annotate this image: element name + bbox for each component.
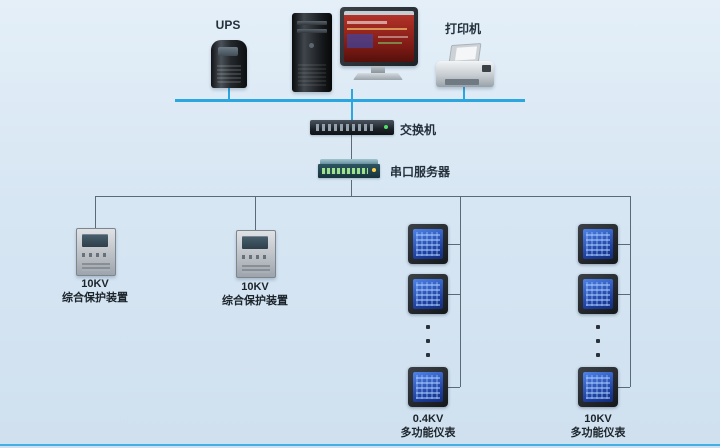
printer-label: 打印机: [444, 22, 481, 36]
protection-device-2-caption: 10KV 综合保护装置: [200, 280, 310, 309]
serial-server-device: [318, 159, 380, 180]
meter-column1-riser-line: [460, 197, 461, 387]
protection-keys-icon: [82, 253, 110, 257]
more-devices-ellipsis: [596, 325, 600, 357]
printer-device: [436, 42, 494, 88]
switch-device: [310, 120, 394, 135]
pc-power-button-icon: [309, 43, 314, 48]
monitor-device: [340, 7, 418, 66]
meter-screen-icon: [583, 279, 613, 309]
protection-lcd-icon: [242, 236, 268, 249]
meter-column-1-caption: 0.4KV 多功能仪表: [373, 412, 483, 441]
meter-screen-icon: [583, 372, 613, 402]
pc-drive-bay-icon: [297, 21, 327, 25]
protection-keys-icon: [242, 255, 270, 259]
protection-device-1-name: 综合保护装置: [62, 292, 128, 305]
monitor-screen: [344, 11, 414, 62]
meter-screen-icon: [413, 279, 443, 309]
meter-device: [578, 367, 618, 407]
ups-label: UPS: [215, 18, 241, 32]
pc-tower-device: [292, 13, 332, 92]
meter1c-stub-line: [448, 387, 460, 388]
ups-drop-line: [228, 87, 230, 99]
ups-device: [211, 40, 247, 88]
switch-led-icon: [384, 125, 388, 129]
meter-column-2-caption: 10KV 多功能仪表: [543, 412, 653, 441]
meter-device: [408, 367, 448, 407]
serial-server-label: 串口服务器: [390, 165, 451, 179]
meter-screen-icon: [413, 229, 443, 259]
switch-label: 交换机: [400, 123, 437, 137]
protection-terminals-icon: [82, 263, 110, 271]
protection2-drop-line: [255, 197, 256, 230]
serial-bus-line: [95, 196, 631, 197]
bottom-border-line: [0, 444, 720, 446]
protection-device-1-caption: 10KV 综合保护装置: [40, 277, 150, 306]
monitor-stand-base: [353, 73, 403, 80]
serial-server-ports-icon: [322, 168, 368, 174]
protection-lcd-icon: [82, 234, 108, 247]
switch-to-serial-line: [351, 135, 352, 160]
protection1-drop-line: [95, 197, 96, 228]
meter-column-2-name: 多功能仪表: [570, 427, 626, 440]
meter-device: [408, 224, 448, 264]
switch-uplink-line: [351, 102, 353, 121]
monitor-stand-neck: [371, 66, 385, 74]
switch-ports-icon: [316, 124, 374, 131]
meter-column-1-voltage: 0.4KV: [412, 413, 444, 425]
meter-screen-icon: [413, 372, 443, 402]
printer-control-panel-icon: [482, 65, 491, 72]
meter-column2-riser-line: [630, 197, 631, 387]
meter2a-stub-line: [618, 244, 630, 245]
pc-drive-bay-icon: [297, 29, 327, 33]
workstation-drop-line: [351, 89, 353, 99]
meter1a-stub-line: [448, 244, 460, 245]
ups-display-icon: [218, 47, 238, 56]
protection-device-1: [76, 228, 116, 276]
protection-device-2-voltage: 10KV: [241, 281, 269, 293]
protection-device-2-name: 综合保护装置: [222, 295, 288, 308]
printer-paper-icon: [454, 46, 478, 61]
protection-device-1-voltage: 10KV: [81, 278, 109, 290]
meter-screen-icon: [583, 229, 613, 259]
meter-device: [408, 274, 448, 314]
meter2c-stub-line: [618, 387, 630, 388]
serial-server-top: [320, 159, 378, 165]
protection-terminals-icon: [242, 265, 270, 273]
meter-column-2-voltage: 10KV: [584, 413, 612, 425]
ethernet-backbone-line: [175, 99, 525, 102]
meter-device: [578, 224, 618, 264]
meter1b-stub-line: [448, 294, 460, 295]
meter-device: [578, 274, 618, 314]
printer-drop-line: [463, 87, 465, 99]
serial-server-led-icon: [372, 168, 376, 172]
protection-device-2: [236, 230, 276, 278]
more-devices-ellipsis: [426, 325, 430, 357]
meter-column-1-name: 多功能仪表: [400, 427, 456, 440]
pc-grill-icon: [298, 62, 326, 86]
printer-output-slot-icon: [445, 79, 479, 85]
ups-vent-icon: [217, 63, 241, 83]
serial-to-bus-line: [351, 180, 352, 196]
meter2b-stub-line: [618, 294, 630, 295]
